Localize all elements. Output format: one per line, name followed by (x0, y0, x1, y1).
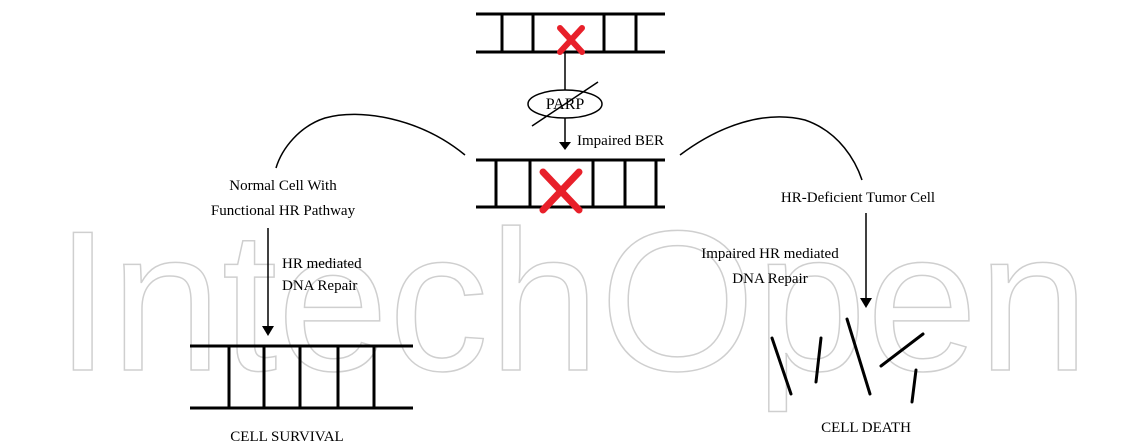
middle-damage-x-mark (539, 168, 583, 214)
hr-repair-label-line2: DNA Repair (282, 278, 357, 294)
impaired-ber-label: Impaired BER (577, 133, 664, 149)
impaired-hr-label-line1: Impaired HR mediated (701, 246, 839, 262)
hr-repair-label-line1: HR mediated (282, 256, 362, 272)
tumor-cell-label: HR-Deficient Tumor Cell (781, 190, 935, 206)
impaired-hr-label-line2: DNA Repair (732, 271, 807, 287)
parp-to-mid-arrow-head (559, 142, 571, 150)
middle-dna-ladder (476, 158, 665, 209)
normal-cell-label-line2: Functional HR Pathway (211, 203, 356, 219)
top-dna-ladder (476, 12, 665, 54)
top-damage-x-mark (557, 25, 585, 55)
survival-dna-ladder (190, 344, 413, 410)
left-branch-curve (275, 113, 466, 169)
broken-dna-fragments (770, 317, 925, 404)
right-branch-curve (679, 116, 863, 181)
left-down-arrow-head (262, 326, 274, 336)
parp-strike-line (531, 81, 599, 127)
watermark-text: IntechOpen (55, 190, 1089, 413)
cell-death-label: CELL DEATH (821, 420, 911, 436)
normal-cell-label-line1: Normal Cell With (229, 178, 337, 194)
right-down-arrow-head (860, 298, 872, 308)
cell-survival-label: CELL SURVIVAL (230, 429, 343, 443)
